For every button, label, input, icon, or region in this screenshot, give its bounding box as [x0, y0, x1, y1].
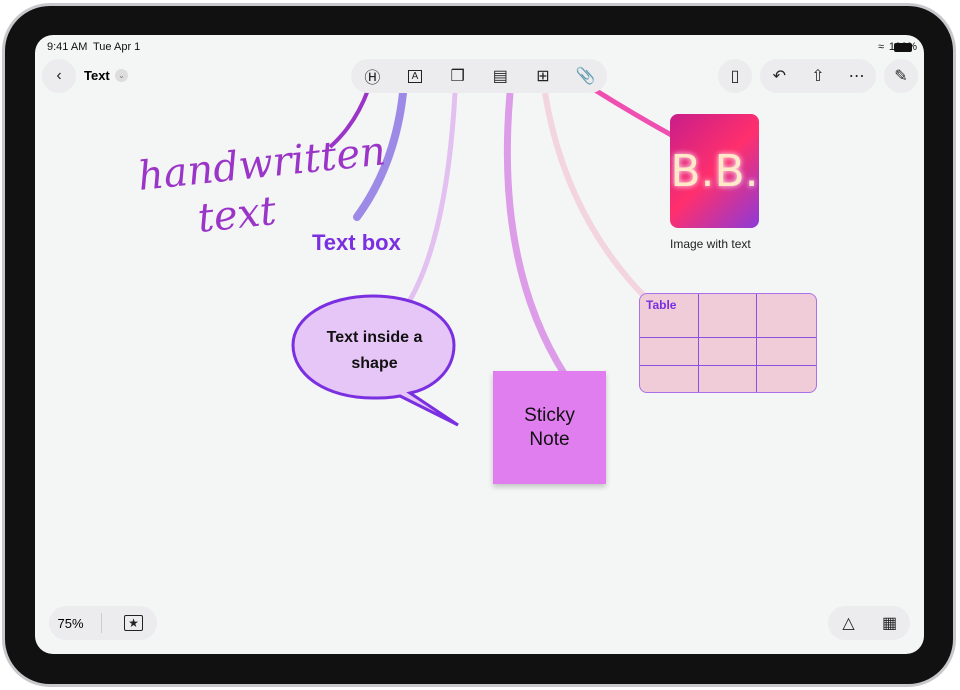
speech-bubble-shape[interactable]	[290, 293, 465, 428]
table-cell[interactable]	[698, 294, 758, 339]
share-icon[interactable]: ⇧	[811, 68, 825, 85]
more-icon[interactable]: ⋯	[848, 68, 865, 85]
table-cell[interactable]	[640, 338, 699, 366]
grid-icon[interactable]: ▦	[881, 615, 898, 632]
battery-icon	[894, 43, 912, 52]
table-cell[interactable]: Table	[640, 294, 699, 339]
connector-lines	[328, 87, 677, 377]
pen-icon[interactable]: Ⓗ	[364, 70, 381, 87]
stack-icon[interactable]: ▯	[730, 68, 740, 85]
table-cell[interactable]	[640, 365, 699, 392]
table-cell[interactable]	[757, 338, 816, 366]
table-icon[interactable]: ⊞	[536, 68, 550, 85]
status-date: Tue Apr 1	[93, 41, 141, 53]
undo-icon[interactable]: ↶	[772, 68, 787, 85]
shape-text: Text inside a shape	[326, 329, 423, 372]
compose-icon[interactable]: ✎	[894, 68, 908, 85]
page-title[interactable]: Text	[84, 68, 110, 83]
zoom-controls: 75% ★	[49, 606, 157, 640]
connector-icon[interactable]: △	[842, 615, 855, 632]
table-cell[interactable]	[699, 365, 758, 392]
divider	[100, 613, 102, 633]
status-time: 9:41 AM	[47, 41, 88, 53]
shapes-icon[interactable]: ❒	[450, 68, 465, 85]
sticky-note[interactable]: Sticky Note	[493, 371, 606, 484]
image-caption: Image with text	[670, 237, 751, 251]
attachment-icon[interactable]: 📎	[575, 68, 596, 85]
screen: 9:41 AM Tue Apr 1 ≈ 100% ‹ Text ⌄ Ⓗ A ❒ …	[35, 35, 924, 654]
table-cell[interactable]	[698, 338, 758, 366]
wifi-icon: ≈	[877, 41, 884, 53]
back-button[interactable]: ‹	[56, 67, 62, 84]
favorites-icon[interactable]: ★	[118, 608, 148, 638]
table-cell[interactable]	[757, 294, 816, 339]
text-box-icon[interactable]: A	[400, 61, 430, 91]
table[interactable]: Table	[639, 293, 817, 393]
image[interactable]: B.B.	[670, 114, 759, 228]
chevron-down-icon[interactable]: ⌄	[115, 69, 128, 82]
sticky-note-icon[interactable]: ▤	[492, 68, 508, 85]
zoom-level[interactable]: 75%	[57, 615, 84, 631]
text-box[interactable]: Text box	[312, 230, 401, 255]
insert-toolbar: Ⓗ A ❒ ▤ ⊞ 📎	[351, 59, 607, 93]
table-cell[interactable]	[757, 366, 816, 392]
